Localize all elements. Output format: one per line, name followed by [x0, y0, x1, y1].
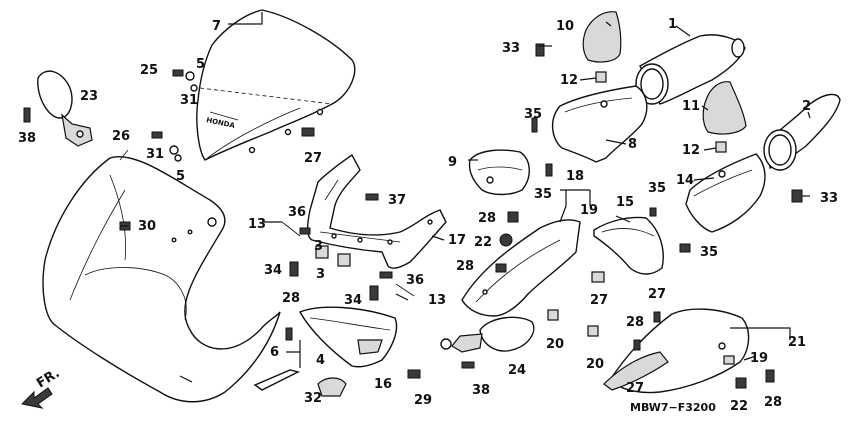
callout-8: 8 — [628, 137, 637, 152]
callout-34-a: 34 — [264, 263, 282, 278]
inner-panel-part — [299, 306, 398, 368]
callout-20-a: 20 — [546, 337, 564, 352]
callout-19-lower: 19 — [750, 351, 768, 366]
callout-1: 1 — [668, 17, 677, 32]
mirror-left-part — [37, 70, 93, 147]
callout-23: 23 — [80, 89, 98, 104]
callout-21: 21 — [788, 335, 806, 350]
windscreen-part: HONDA — [196, 9, 356, 161]
duct-cap-part — [468, 149, 530, 196]
callout-9: 9 — [448, 155, 457, 170]
cover-right-part — [582, 11, 622, 63]
callout-5-upper: 5 — [196, 57, 205, 72]
callout-38-b: 38 — [472, 383, 490, 398]
air-duct-right-part — [635, 34, 746, 105]
callout-3-a: 3 — [314, 239, 323, 254]
callout-28-a: 28 — [478, 211, 496, 226]
upper-cowl-part — [42, 149, 281, 403]
callout-29: 29 — [414, 393, 432, 408]
callout-4: 4 — [316, 353, 325, 368]
direction-label: FR. — [34, 366, 62, 391]
inner-duct-part — [593, 216, 664, 275]
callout-35-a: 35 — [524, 107, 542, 122]
callout-17: 17 — [448, 233, 466, 248]
lower-duct-part — [603, 308, 750, 394]
air-duct-upper-right-part — [552, 85, 648, 163]
callout-22-b: 22 — [730, 399, 748, 414]
callout-27-a: 27 — [590, 293, 608, 308]
air-duct-upper-left-part — [685, 153, 766, 233]
callout-14: 14 — [676, 173, 694, 188]
callout-3-b: 3 — [316, 267, 325, 282]
leader-lines — [120, 12, 811, 383]
cowl-emblem-part — [253, 369, 301, 391]
callout-22-a: 22 — [474, 235, 492, 250]
callout-35-c: 35 — [648, 181, 666, 196]
callout-31-upper: 31 — [180, 93, 198, 108]
side-duct-part — [461, 219, 581, 317]
front-direction-arrow: FR. — [20, 366, 63, 409]
callout-36-b: 36 — [406, 273, 424, 288]
callout-13-b: 13 — [428, 293, 446, 308]
callout-33-right: 33 — [502, 41, 520, 56]
callout-26: 26 — [112, 129, 130, 144]
callout-16: 16 — [374, 377, 392, 392]
callout-20-b: 20 — [586, 357, 604, 372]
cowl-stay-part — [306, 153, 447, 269]
callout-2: 2 — [802, 99, 811, 114]
callout-28-d: 28 — [764, 395, 782, 410]
callout-12-left: 12 — [682, 143, 700, 158]
callout-6: 6 — [270, 345, 279, 360]
callout-12-right: 12 — [560, 73, 578, 88]
callout-13-a: 13 — [248, 217, 266, 232]
mirror-right-part — [440, 316, 535, 353]
callout-33-left: 33 — [820, 191, 838, 206]
callout-34-b: 34 — [344, 293, 362, 308]
callout-11: 11 — [682, 99, 700, 114]
callout-labels: 7 1 2 10 11 33 12 12 8 35 9 35 14 35 33 … — [18, 17, 838, 414]
air-duct-left-part — [763, 93, 841, 171]
callout-31-lower: 31 — [146, 147, 164, 162]
callout-35-d: 35 — [700, 245, 718, 260]
callout-32: 32 — [304, 391, 322, 406]
callout-24: 24 — [508, 363, 526, 378]
callout-7: 7 — [212, 19, 221, 34]
callout-10: 10 — [556, 19, 574, 34]
callout-15: 15 — [616, 195, 634, 210]
callout-27-b: 27 — [648, 287, 666, 302]
callout-30: 30 — [138, 219, 156, 234]
callout-18: 18 — [566, 169, 584, 184]
hardware-group — [23, 43, 803, 397]
callout-27-windscreen: 27 — [304, 151, 322, 166]
callout-28-e: 28 — [282, 291, 300, 306]
callout-37: 37 — [388, 193, 406, 208]
callout-35-b: 35 — [534, 187, 552, 202]
callout-27-c: 27 — [626, 381, 644, 396]
callout-36-a: 36 — [288, 205, 306, 220]
callout-38-a: 38 — [18, 131, 36, 146]
callout-25: 25 — [140, 63, 158, 78]
callout-28-c: 28 — [626, 315, 644, 330]
callout-5-lower: 5 — [176, 169, 185, 184]
cover-left-part — [702, 81, 747, 135]
callout-28-b: 28 — [456, 259, 474, 274]
diagram-code: MBW7−F3200 — [630, 401, 716, 414]
callout-19-upper: 19 — [580, 203, 598, 218]
